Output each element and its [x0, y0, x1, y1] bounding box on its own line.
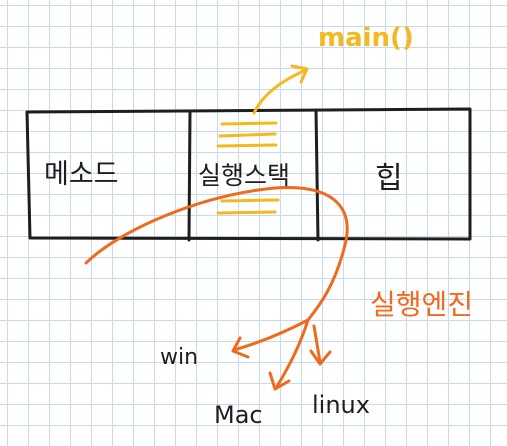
method-area-label: 메소드 [44, 159, 119, 190]
main-label: main() [318, 23, 414, 53]
heap-label: 힙 [375, 161, 403, 196]
stack-frame-highlights [216, 121, 280, 215]
main-arrow [252, 64, 309, 115]
main-arrow-head [290, 64, 309, 84]
stack-frame-line [218, 132, 277, 138]
execution-engine-label: 실행엔진 [370, 288, 473, 321]
stack-frame-line [216, 210, 277, 215]
arrow-to-mac-head [268, 371, 291, 391]
engine-curve [84, 186, 349, 322]
runtime-stack-label: 실행스택 [198, 161, 290, 190]
divider-left [187, 109, 192, 242]
arrow-to-win-head [231, 336, 250, 359]
divider-right [314, 108, 320, 242]
arrow-to-win [232, 318, 310, 352]
win-label: win [160, 345, 198, 370]
mac-label: Mac [214, 401, 263, 429]
main-arrow-curve [252, 68, 308, 115]
linux-label: linux [312, 391, 370, 419]
stack-frame-line [220, 198, 280, 203]
stack-frame-line [220, 121, 278, 126]
arrow-to-linux-head [309, 349, 332, 366]
arrow-to-mac [274, 318, 310, 390]
engine-arrows [84, 186, 349, 391]
memory-box [25, 107, 472, 242]
memory-box-outline [25, 107, 472, 241]
stack-frame-line [216, 143, 278, 148]
arrow-to-linux [312, 324, 322, 364]
